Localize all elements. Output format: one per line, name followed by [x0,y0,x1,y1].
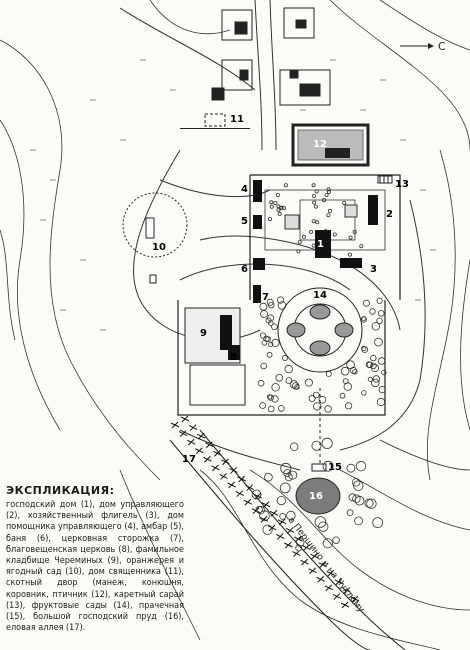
terrain-hatching [30,59,436,331]
num-17: 17 [182,454,196,465]
spruce-alley [170,415,360,609]
manor-area [264,189,386,258]
carriage-shed [377,175,393,184]
village-buildings [211,7,331,106]
pond-area [251,388,384,552]
legend-text: господский дом (1), дом управляющего (2)… [6,500,184,634]
legend: ЭКСПЛИКАЦИЯ: господский дом (1), дом упр… [6,484,184,634]
num-1: 1 [317,239,324,250]
num-15: 15 [328,462,342,473]
cattle-yard [291,123,370,167]
num-7: 7 [262,292,269,303]
num-10: 10 [152,242,166,253]
num-13: 13 [395,179,409,190]
map-numbers: 1 2 3 4 5 6 7 8 9 10 11 12 13 14 15 16 1… [152,114,409,502]
num-3: 3 [370,264,377,275]
road-to-pershino [169,429,406,650]
legend-title: ЭКСПЛИКАЦИЯ: [6,484,115,497]
priest-house [180,113,250,129]
fruit-orchard [277,287,363,373]
num-14: 14 [313,290,327,301]
num-6: 6 [241,264,248,275]
north-label: С [438,40,446,53]
num-8: 8 [230,352,237,363]
num-12: 12 [313,139,327,150]
north-arrow: С [400,40,446,53]
num-5: 5 [241,216,248,227]
outbuildings [253,180,378,303]
num-2: 2 [386,209,393,220]
num-16: 16 [309,491,323,502]
num-11: 11 [230,114,244,125]
num-9: 9 [200,328,207,339]
estate-enclosure [177,174,401,416]
orangery [122,192,188,284]
church-and-cemetery [184,307,246,406]
num-4: 4 [241,184,248,195]
